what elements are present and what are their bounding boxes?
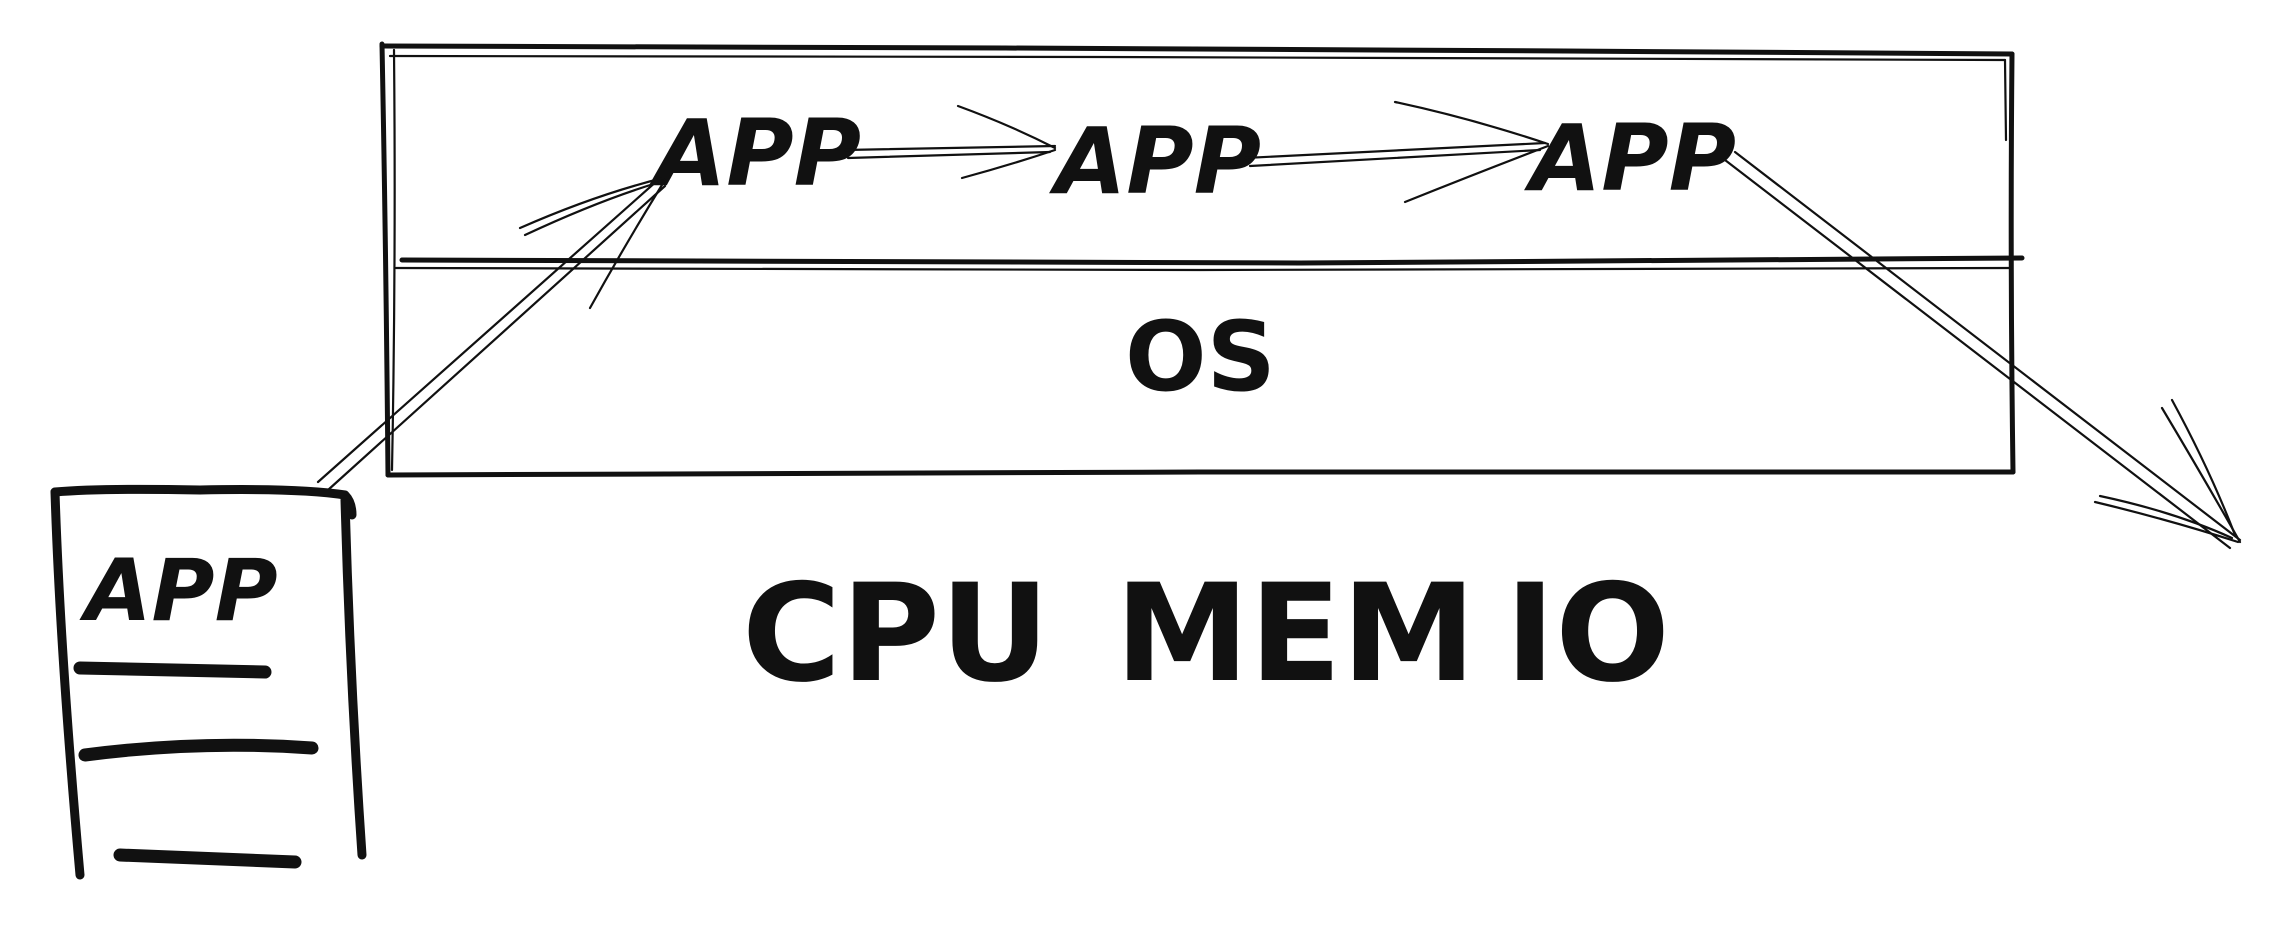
arrow-load-app [316, 176, 667, 492]
document-line-1 [73, 661, 272, 679]
system-box [379, 41, 2016, 478]
resource-mem: MEM [1115, 555, 1476, 712]
app-label-2: APP [1049, 108, 1261, 215]
disk-app-label: APP [79, 541, 278, 641]
app-label-1: APP [649, 100, 861, 207]
app-label-3: APP [1524, 105, 1736, 212]
arrow-app-exit [1723, 150, 2242, 550]
layer-divider [394, 255, 2025, 272]
arrow-app1-to-app2 [843, 104, 1057, 180]
os-label: OS [1125, 301, 1276, 413]
disk-document [50, 484, 367, 880]
arrow-app2-to-app3 [1243, 100, 1550, 204]
document-line-2 [78, 738, 319, 762]
resource-io: IO [1505, 555, 1670, 712]
resource-cpu: CPU [742, 555, 1050, 712]
document-line-3 [113, 848, 302, 869]
